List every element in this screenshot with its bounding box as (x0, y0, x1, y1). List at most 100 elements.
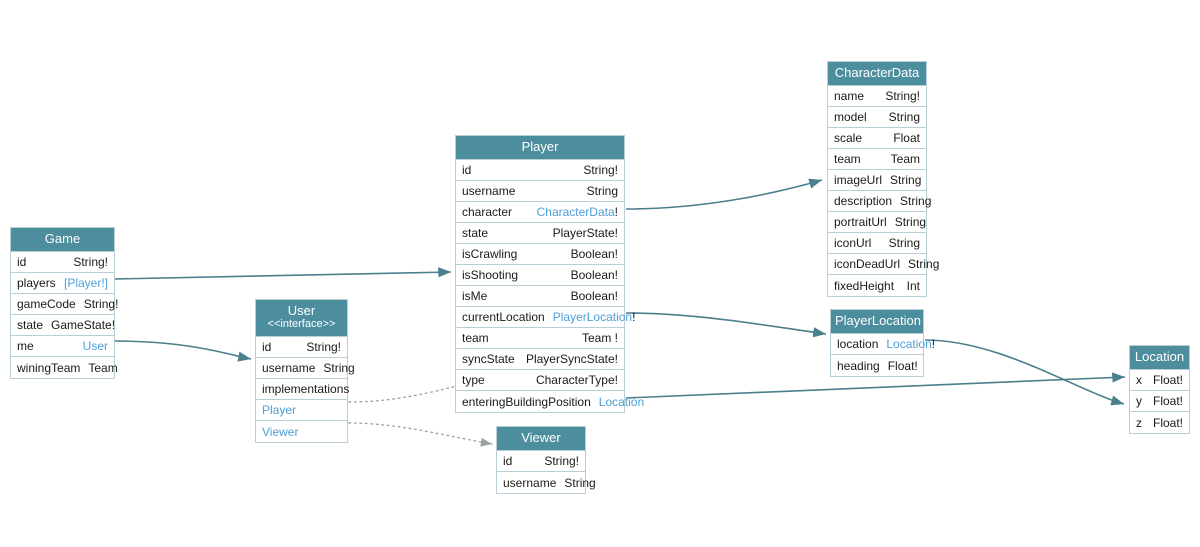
field-name: team (462, 331, 489, 345)
field-name: heading (837, 358, 880, 373)
field-row[interactable]: z Float! (1130, 412, 1189, 433)
field-name: type (462, 373, 485, 387)
field-row[interactable]: location Location! (831, 334, 935, 355)
field-type: String! (73, 255, 108, 269)
field-type-reference[interactable]: PlayerLocation (552, 310, 633, 324)
field-row[interactable]: Player (256, 400, 347, 421)
field-type: PlayerLocation! (552, 310, 636, 324)
field-type: User (82, 339, 108, 353)
field-name: isCrawling (462, 247, 518, 261)
field-type: Boolean! (570, 268, 618, 282)
entity-playerlocation[interactable]: PlayerLocation location Location! heading Fl… (830, 309, 935, 377)
field-type-reference[interactable]: CharacterData (536, 205, 615, 219)
field-type: Float! (1152, 373, 1183, 387)
field-row[interactable]: state PlayerState! (456, 223, 624, 244)
field-type: String (888, 236, 920, 250)
field-row[interactable]: x Float! (1130, 370, 1189, 391)
field-name: description (834, 194, 893, 208)
entity-title: User (287, 303, 316, 318)
field-name: character (462, 205, 513, 219)
field-row[interactable]: heading Float! (831, 355, 923, 376)
field-type: Float (893, 131, 920, 145)
field-type: CharacterData! (536, 205, 618, 219)
field-name: z (1136, 415, 1142, 430)
field-name: model (834, 110, 867, 124)
field-row[interactable]: character CharacterData! (456, 202, 624, 223)
field-row[interactable]: Viewer (256, 421, 347, 442)
entity-header-characterdata: CharacterData (828, 62, 926, 86)
field-row[interactable]: players[Player!] (11, 273, 114, 294)
entity-title: PlayerLocation (835, 313, 921, 328)
edge-game-me-to-user (114, 340, 252, 362)
field-type: String (908, 257, 940, 271)
field-type: Int (906, 278, 920, 293)
field-type: String (890, 173, 922, 187)
field-type-reference[interactable]: Location (886, 337, 932, 351)
field-row[interactable]: state GameState! (11, 315, 116, 336)
field-name: team (834, 152, 861, 166)
field-name: id (503, 454, 513, 468)
field-name: id (462, 163, 472, 177)
entity-title: Game (44, 231, 81, 246)
field-name: Viewer (262, 424, 299, 439)
entity-header-player: Player (456, 136, 624, 160)
field-name: state (17, 318, 44, 332)
field-name: scale (834, 131, 863, 145)
field-name: location (837, 337, 879, 351)
entity-header-user: User<<interface>> (256, 300, 347, 337)
field-name: state (462, 226, 489, 240)
field-name: name (834, 89, 865, 103)
field-type: Location! (886, 337, 936, 351)
entity-title: Player (521, 139, 559, 154)
field-name: players (17, 276, 56, 290)
field-name: enteringBuildingPosition (462, 394, 591, 409)
field-type: Float! (1152, 415, 1183, 430)
entity-header-location: Location (1130, 346, 1189, 370)
field-row[interactable]: implementations (256, 379, 349, 400)
edge-user-viewer-implementation (348, 422, 493, 447)
field-name: x (1136, 373, 1142, 387)
field-type: Float! (1152, 394, 1183, 408)
field-type: GameState! (51, 318, 116, 332)
field-type: PlayerState! (552, 226, 618, 240)
field-type: Team (88, 360, 118, 375)
field-row[interactable]: scale Float (828, 128, 926, 149)
field-name: isMe (462, 289, 488, 303)
field-type: Float! (887, 358, 918, 373)
